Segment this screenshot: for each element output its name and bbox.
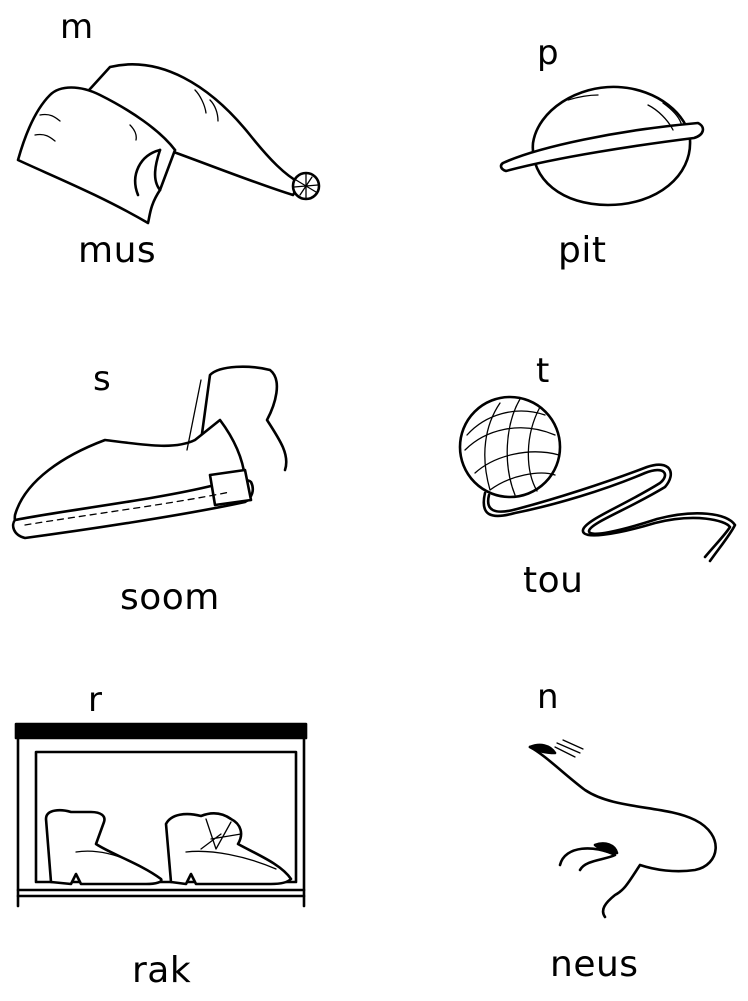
card-word-rak: rak bbox=[132, 950, 192, 991]
shoe-rack-icon bbox=[14, 722, 308, 908]
sewn-shoe-icon bbox=[11, 365, 288, 540]
card-word-mus: mus bbox=[78, 230, 157, 271]
card-word-tou: tou bbox=[523, 560, 584, 601]
card-word-soom: soom bbox=[120, 577, 220, 618]
card-word-neus: neus bbox=[550, 944, 639, 985]
card-letter-p: p bbox=[537, 33, 559, 73]
card-letter-n: n bbox=[537, 677, 559, 717]
nightcap-icon bbox=[16, 63, 321, 225]
seed-pit-icon bbox=[499, 85, 705, 207]
ball-of-string-icon bbox=[458, 395, 737, 563]
card-letter-r: r bbox=[88, 680, 102, 720]
nose-icon bbox=[528, 739, 717, 919]
card-letter-m: m bbox=[60, 7, 94, 47]
card-word-pit: pit bbox=[558, 230, 607, 271]
card-letter-t: t bbox=[536, 351, 550, 391]
card-letter-s: s bbox=[93, 359, 111, 399]
